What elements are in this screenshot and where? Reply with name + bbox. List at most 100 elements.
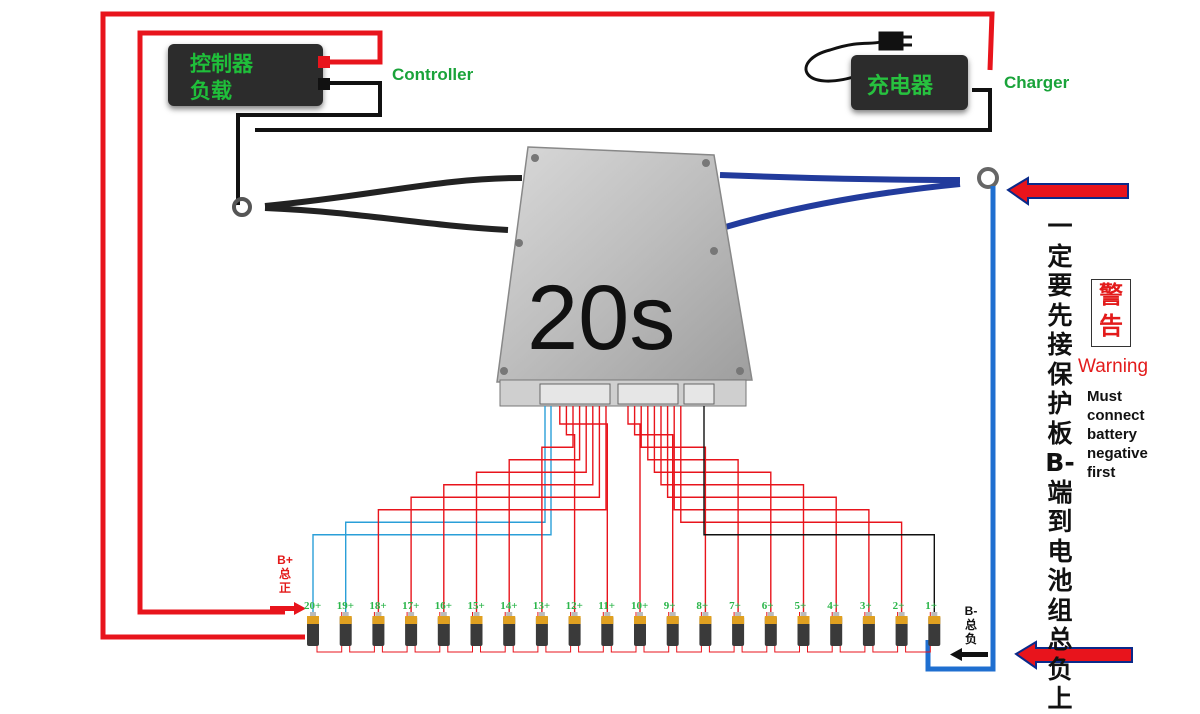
battery-cell <box>732 612 745 646</box>
cell-label: 16+ <box>434 600 453 612</box>
balance-lead <box>508 406 581 612</box>
balance-lead <box>640 406 707 612</box>
cell-link <box>480 612 506 653</box>
cell-link <box>381 612 408 653</box>
battery-cell <box>862 612 875 646</box>
b-minus-line: B- <box>964 604 978 618</box>
balance-lead <box>565 406 576 612</box>
balance-lead <box>377 406 607 612</box>
warning-badge-char: 告 <box>1099 312 1123 340</box>
cell-label: 4+ <box>827 600 839 612</box>
battery-cell <box>699 612 712 646</box>
cell-label: 2+ <box>892 600 905 612</box>
warning-char: 组 <box>1047 595 1073 625</box>
controller-label: Controller <box>392 65 474 84</box>
warning-char: B- <box>1045 448 1075 477</box>
charger-label: Charger <box>1004 73 1070 92</box>
b-plus-line: 正 <box>278 581 291 595</box>
balance-lead <box>443 406 594 612</box>
b-minus-line: 总 <box>964 618 977 632</box>
balance-lead <box>647 406 739 612</box>
battery-cell <box>307 612 319 646</box>
battery-cells <box>307 612 941 653</box>
cell-label: 10+ <box>631 600 649 612</box>
cell-label: 3+ <box>859 600 872 612</box>
cell-label: 19+ <box>336 600 354 612</box>
warning-note-line: battery <box>1087 426 1138 443</box>
balance-lead <box>345 406 546 612</box>
balance-lead <box>475 406 587 612</box>
warning-note-line: Must <box>1087 388 1122 405</box>
warning-char: 定 <box>1047 241 1073 271</box>
warning-vertical-text: 一 定 要 先 接 保 护 板 B- 端 到 电 池 组 总 负 上 <box>1042 212 1078 714</box>
battery-cell <box>601 612 614 646</box>
balance-lead <box>633 406 674 612</box>
cell-link <box>578 612 604 653</box>
warning-char: 先 <box>1047 300 1073 330</box>
battery-cell <box>339 612 352 646</box>
warning-char: 池 <box>1047 566 1073 595</box>
balance-leads <box>312 406 935 612</box>
warning-char: 到 <box>1047 507 1073 536</box>
cell-label: 20+ <box>304 600 322 612</box>
cell-label: 15+ <box>467 600 485 612</box>
controller-device: 控制器 负载 <box>168 44 323 106</box>
cell-link <box>349 612 375 653</box>
b-minus-arrow <box>950 648 988 661</box>
battery-cell <box>470 612 483 646</box>
battery-cell <box>797 612 810 646</box>
cell-label: 11+ <box>598 600 615 612</box>
bms-board <box>496 146 753 407</box>
controller-minus-terminal <box>318 78 330 90</box>
bms-label: 20s <box>527 267 676 369</box>
battery-cell <box>372 612 385 646</box>
warning-char: 保 <box>1047 359 1073 389</box>
balance-lead <box>312 406 552 612</box>
cell-label: 14+ <box>500 600 518 612</box>
warning-badge: 警 告 <box>1091 279 1131 347</box>
battery-cell <box>437 612 450 646</box>
battery-cell <box>666 612 679 646</box>
warning-note-line: connect <box>1087 407 1145 424</box>
battery-cell <box>928 612 941 646</box>
controller-cn-line1: 控制器 <box>190 52 253 76</box>
balance-lead <box>660 406 805 612</box>
warning-char: 要 <box>1047 271 1073 300</box>
cell-link <box>872 612 899 653</box>
battery-cell <box>830 612 843 646</box>
balance-lead <box>559 406 608 612</box>
b-plus-line: B+ <box>277 553 293 567</box>
warning-char: 护 <box>1047 389 1073 418</box>
warning-char: 接 <box>1047 330 1073 359</box>
b-plus-arrow <box>270 602 306 615</box>
controller-cn-line2: 负载 <box>190 79 232 103</box>
warning-note-line: negative <box>1087 445 1148 462</box>
controller-negative-wire <box>236 81 992 205</box>
cell-link <box>414 612 441 653</box>
battery-cell <box>503 612 516 646</box>
balance-lead <box>410 406 601 612</box>
cell-link <box>512 612 539 653</box>
charger-cn: 充电器 <box>867 74 934 99</box>
cell-link <box>643 612 670 653</box>
battery-negative-wire <box>925 186 996 672</box>
charger-positive-wire <box>100 11 995 640</box>
battery-cell <box>895 612 908 646</box>
balance-lead <box>627 406 641 612</box>
balance-lead <box>666 406 837 612</box>
charger-cord <box>804 31 912 83</box>
warning-note: Must connect battery negative first <box>1087 387 1177 482</box>
b-minus-line: 负 <box>964 632 977 646</box>
balance-lead <box>653 406 772 612</box>
warning-char: 端 <box>1047 477 1073 507</box>
cell-label: 18+ <box>369 600 387 612</box>
warning-char: 电 <box>1047 536 1073 566</box>
warning-char: 负 <box>1047 654 1073 684</box>
battery-cell <box>535 612 548 646</box>
warning-char: 总 <box>1047 625 1073 654</box>
controller-positive-wire <box>137 30 383 615</box>
charger-device: 充电器 <box>851 55 968 110</box>
battery-cell <box>634 612 646 646</box>
bms-blue-cables <box>719 167 999 231</box>
